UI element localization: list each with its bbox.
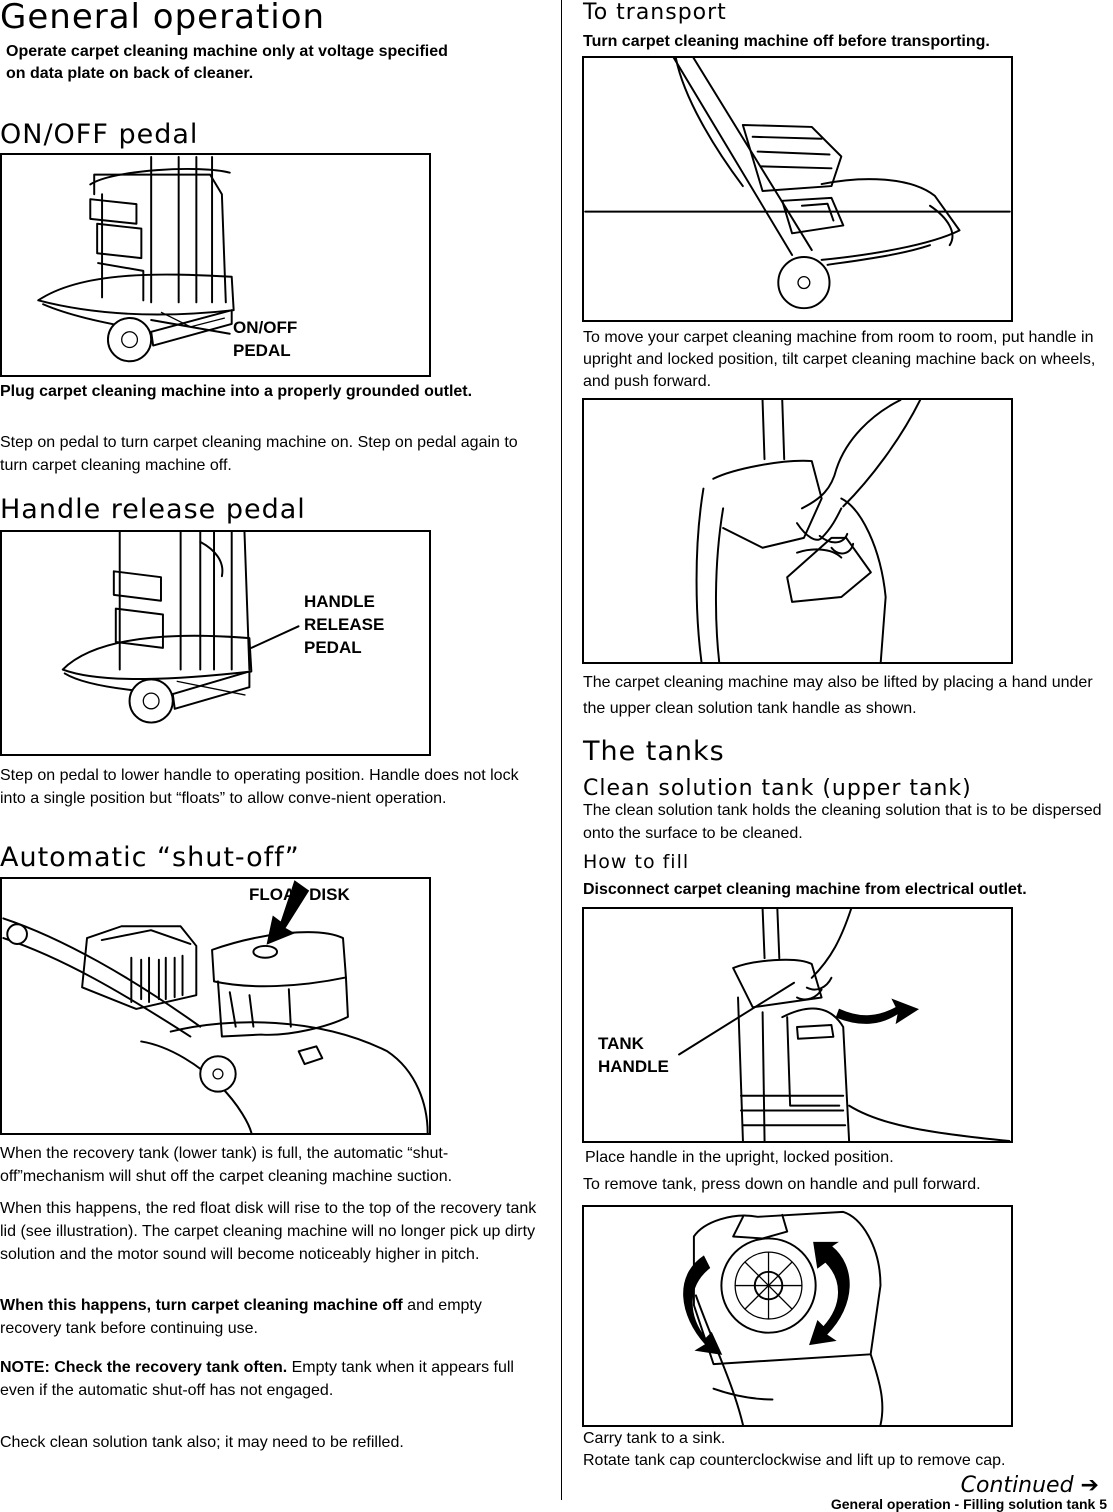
hand-lifting-cleaner-drawing [695, 400, 922, 662]
transport-move-text: To move your carpet cleaning machine fro… [583, 329, 1096, 390]
fill-step-upright-position: Place handle in the upright, locked posi… [585, 1149, 894, 1166]
clean-solution-tank-subtitle: Clean solution tank (upper tank) [583, 776, 972, 801]
to-transport-title: To transport [583, 0, 727, 25]
transport-tilt-illustration [582, 56, 1013, 322]
column-divider [561, 0, 562, 1500]
remove-tank-cap-illustration [582, 1205, 1013, 1427]
transport-warning: Turn carpet cleaning machine off before … [583, 33, 990, 50]
on-off-pedal-label-line1: ON/OFF [233, 318, 298, 337]
handle-release-label-line1: HANDLE [304, 592, 375, 611]
upright-cleaner-rear-drawing [61, 532, 300, 724]
voltage-warning-line2: on data plate on back of cleaner. [6, 65, 254, 82]
clean-solution-tank-text: The clean solution tank holds the cleani… [583, 802, 1102, 842]
handle-release-pedal-text: Step on pedal to lower handle to operati… [0, 767, 519, 807]
fill-step-carry-to-sink: Carry tank to a sink. [583, 1430, 726, 1447]
recovery-tank-full-text: When the recovery tank (lower tank) is f… [0, 1145, 453, 1185]
tank-handle-illustration [582, 907, 1013, 1143]
note-bold: NOTE: Check the recovery tank often. [0, 1359, 288, 1376]
disconnect-warning: Disconnect carpet cleaning machine from … [583, 881, 1027, 898]
turn-off-instruction-bold: When this happens, turn carpet cleaning … [0, 1297, 403, 1314]
on-off-pedal-label-line2: PEDAL [233, 341, 291, 360]
hand-on-tank-handle-drawing [678, 909, 1011, 1141]
grounded-outlet-instruction: Plug carpet cleaning machine into a prop… [0, 383, 473, 400]
fill-step-remove-tank: To remove tank, press down on handle and… [583, 1176, 981, 1193]
on-off-pedal-title: ON/OFF pedal [0, 119, 199, 150]
float-disk-illustration [0, 877, 431, 1135]
tank-handle-label-line2: HANDLE [598, 1057, 669, 1076]
automatic-shutoff-title: Automatic “shut-off” [0, 842, 300, 873]
handle-release-pedal-title: Handle release pedal [0, 494, 306, 525]
continued-indicator: Continued ➔ [960, 1473, 1099, 1498]
float-disk-label: FLOAT DISK [249, 885, 350, 904]
running-footer: General operation - Filling solution tan… [830, 1496, 1107, 1512]
tank-cap-rotation-drawing [683, 1210, 884, 1425]
note-rest: Empty tank when it appears full even if … [0, 1359, 514, 1399]
turn-off-instruction: When this happens, turn carpet cleaning … [0, 1294, 530, 1340]
check-clean-tank-text: Check clean solution tank also; it may n… [0, 1434, 404, 1451]
handle-release-label-line3: PEDAL [304, 638, 362, 657]
turn-off-instruction-rest: and empty recovery tank before continuin… [0, 1297, 482, 1337]
tank-handle-label-line1: TANK [598, 1034, 644, 1053]
voltage-warning-line1: Operate carpet cleaning machine only at … [6, 43, 448, 60]
upright-cleaner-front-drawing [37, 155, 235, 363]
general-operation-title: General operation [0, 0, 326, 37]
on-off-pedal-illustration [0, 153, 431, 377]
lift-by-handle-illustration [582, 398, 1013, 664]
fill-step-remove-cap: Rotate tank cap counterclockwise and lif… [583, 1452, 1006, 1469]
lift-by-handle-text: The carpet cleaning machine may also be … [583, 674, 1093, 717]
float-disk-rise-text: When this happens, the red float disk wi… [0, 1200, 537, 1263]
cleaner-tilted-on-wheels-drawing [584, 58, 1011, 310]
how-to-fill-title: How to fill [583, 851, 690, 873]
handle-release-pedal-illustration [0, 530, 431, 756]
handle-release-label-line2: RELEASE [304, 615, 385, 634]
recovery-tank-float-drawing [2, 880, 429, 1133]
on-off-pedal-text: Step on pedal to turn carpet cleaning ma… [0, 434, 518, 474]
the-tanks-title: The tanks [583, 736, 725, 767]
check-recovery-tank-note: NOTE: Check the recovery tank often. Emp… [0, 1356, 530, 1402]
